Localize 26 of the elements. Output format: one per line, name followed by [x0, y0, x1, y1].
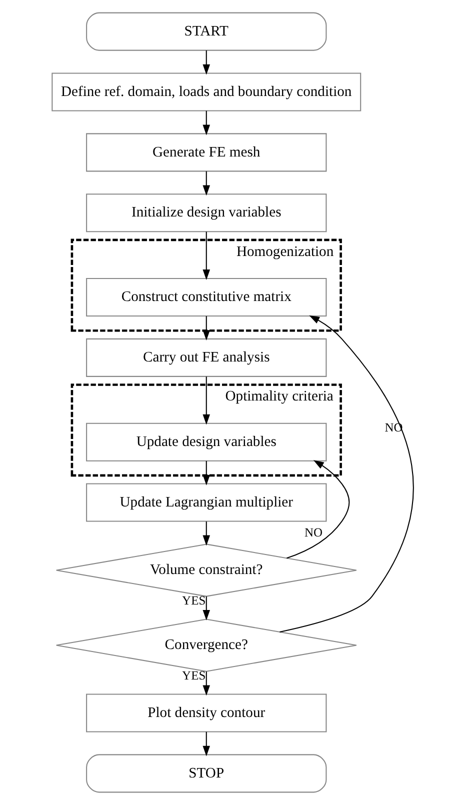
node-box: Plot density contour: [86, 694, 326, 732]
node-box: Define ref. domain, loads and boundary condition: [51, 72, 361, 112]
node-box: Generate FE mesh: [86, 133, 326, 172]
arrow: [202, 110, 210, 136]
node-box: Initialize design variables: [86, 194, 326, 232]
arrow: [202, 171, 210, 196]
arrow: [202, 522, 210, 546]
node-diamond: Convergence?: [55, 618, 356, 672]
arrow: [202, 232, 210, 280]
arrow: [202, 316, 210, 341]
arrow: [202, 50, 210, 75]
node-box: START: [86, 12, 326, 51]
node-box: STOP: [86, 754, 326, 793]
node-diamond: Volume constraint?: [55, 544, 356, 597]
arrow: [202, 596, 210, 620]
edge-label: NO: [304, 525, 322, 540]
arrow: [202, 672, 210, 696]
node-box: Carry out FE analysis: [86, 338, 326, 377]
arrow: [202, 732, 210, 756]
arrow: [286, 460, 350, 559]
arrow: [279, 315, 414, 632]
node-box: Construct constitutive matrix: [86, 278, 326, 317]
node-box: Update design variables: [86, 422, 326, 462]
node-box: Update Lagrangian multiplier: [86, 483, 326, 522]
arrow: [202, 460, 210, 486]
arrow: [202, 376, 210, 425]
